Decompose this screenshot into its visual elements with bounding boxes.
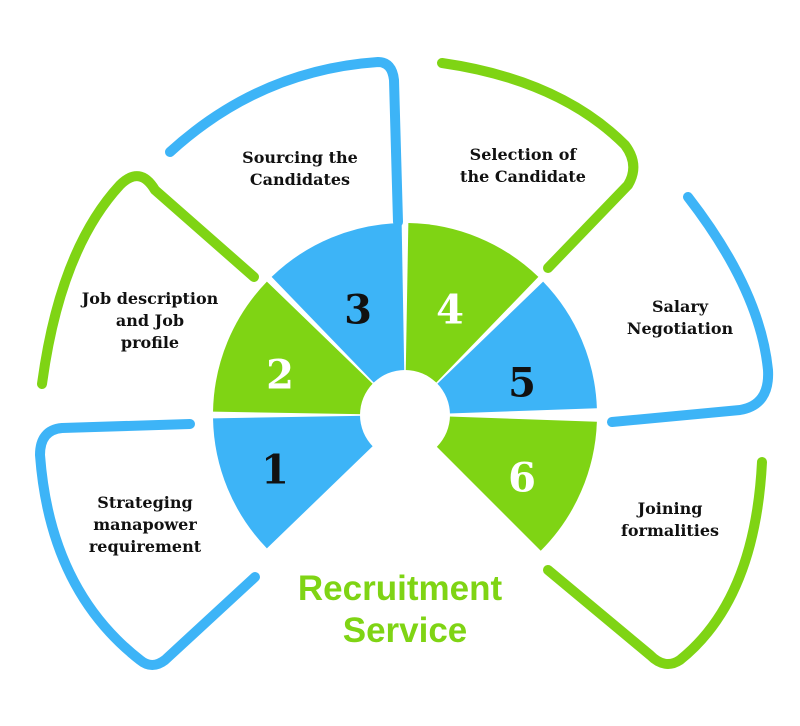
wedge-step-3 xyxy=(271,223,405,387)
bracket-step-6 xyxy=(543,457,767,669)
step-label-2: and Job xyxy=(116,311,184,330)
title-line-2: Service xyxy=(343,611,468,650)
step-label-5: Salary xyxy=(652,297,709,316)
wedge-step-4 xyxy=(405,223,539,387)
step-label-2: profile xyxy=(121,333,179,352)
step-number-6: 6 xyxy=(508,455,536,502)
step-label-6: formalities xyxy=(621,521,719,540)
step-number-1: 1 xyxy=(261,447,289,494)
step-number-5: 5 xyxy=(508,360,536,407)
step-number-3: 3 xyxy=(344,287,372,334)
center-circle xyxy=(360,370,450,460)
step-label-4: the Candidate xyxy=(460,167,586,186)
step-label-6: Joining xyxy=(636,499,703,518)
step-label-1: Strateging xyxy=(97,493,192,512)
step-label-4: Selection of xyxy=(470,145,578,164)
wedge-step-6 xyxy=(433,416,597,551)
bracket-step-4 xyxy=(437,58,639,273)
step-label-3: Candidates xyxy=(250,170,350,189)
bracket-step-2 xyxy=(37,171,259,389)
step-labels: Strateging manapower requirement Job descri… xyxy=(80,145,734,556)
step-label-1: requirement xyxy=(89,537,202,556)
step-wedges: 1 2 3 45 6 xyxy=(213,223,597,551)
bracket-step-1 xyxy=(35,419,260,670)
step-label-1: manapower xyxy=(93,515,197,534)
bracket-step-5 xyxy=(607,192,774,427)
title-line-1: Recruitment xyxy=(298,569,503,608)
step-label-3: Sourcing the xyxy=(242,148,358,167)
wedge-step-5 xyxy=(433,281,597,414)
step-number-4: 4 xyxy=(436,287,464,334)
step-number-2: 2 xyxy=(266,352,294,399)
bracket-step-3 xyxy=(165,57,403,227)
wedge-step-1 xyxy=(213,415,377,549)
step-label-5: Negotiation xyxy=(627,319,734,338)
step-label-2: Job description xyxy=(80,289,219,308)
outer-brackets xyxy=(35,57,774,670)
wedge-step-2 xyxy=(213,281,377,415)
